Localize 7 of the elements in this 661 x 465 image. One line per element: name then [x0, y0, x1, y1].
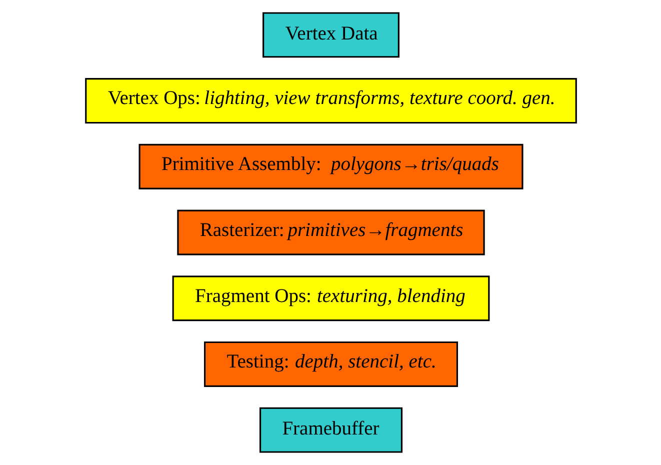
node-box: Testing: depth, stencil, etc. [203, 341, 458, 387]
node-box: Fragment Ops: texturing, blending [172, 276, 490, 322]
node-box: Primitive Assembly: polygons→tris/quads [138, 144, 523, 190]
node-box: Rasterizer: primitives→fragments [176, 210, 484, 256]
node-box: Vertex Data [262, 12, 399, 58]
node-box: Framebuffer [258, 407, 402, 453]
node-box: Vertex Ops: lighting, view transforms, texture coord. gen. [84, 78, 576, 124]
